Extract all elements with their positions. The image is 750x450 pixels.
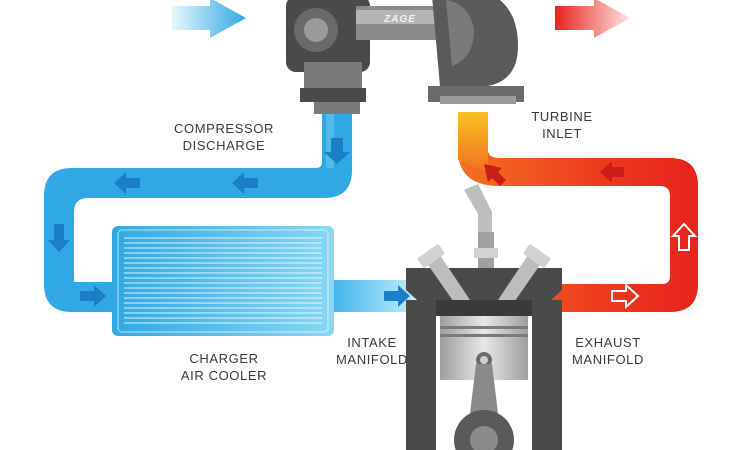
charger-air-cooler (112, 226, 334, 336)
engine-block (406, 184, 562, 450)
exhaust-out-arrow-icon (555, 0, 630, 38)
arrow-down-icon (48, 224, 70, 252)
arrow-left-icon (232, 172, 258, 194)
zage-logo: ZAGE (383, 14, 416, 25)
label-compressor-discharge: COMPRESSOR DISCHARGE (174, 121, 274, 153)
piston (440, 316, 528, 380)
label-charger-air-cooler: CHARGER AIR COOLER (180, 351, 268, 383)
arrow-right-icon (80, 285, 106, 307)
label-turbine-inlet: TURBINE INLET (531, 109, 593, 141)
exhaust-pipe (458, 112, 698, 312)
exhaust-arrow-left-icon (600, 161, 624, 183)
exhaust-arrow-up-left-icon (484, 164, 506, 186)
cooler-fins (124, 237, 322, 324)
intake-valve (417, 244, 470, 308)
arrow-down-icon (324, 138, 350, 164)
zage-logo-text: ZAGE (383, 14, 416, 25)
turbocharger: ZAGE (286, 0, 524, 114)
fresh-air-arrow-icon (172, 0, 246, 38)
flow-arrows (48, 138, 698, 310)
arrow-left-icon (114, 172, 140, 194)
exhaust-arrow-right-icon (611, 282, 640, 310)
arrow-right-icon (384, 285, 410, 307)
label-exhaust-manifold: EXHAUST MANIFOLD (572, 335, 644, 367)
label-intake-manifold: INTAKE MANIFOLD (336, 335, 408, 367)
intake-pipe (330, 280, 415, 312)
exhaust-valve (498, 244, 551, 308)
exhaust-arrow-up-icon (670, 222, 698, 251)
